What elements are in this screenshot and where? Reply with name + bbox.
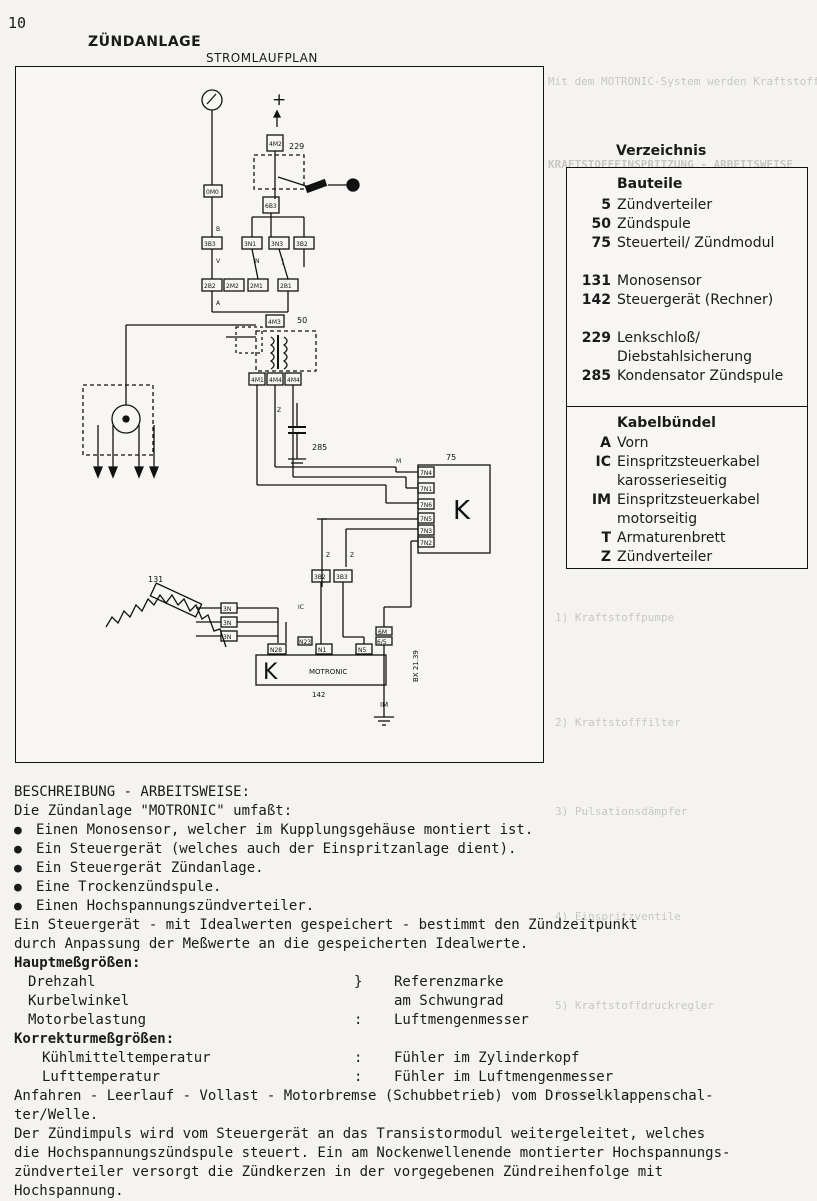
main-quantities-heading: Hauptmeßgrößen: [14, 955, 141, 971]
harness-heading: Kabelbündel [617, 415, 716, 431]
ref-229: 229 [289, 142, 304, 151]
description-heading: BESCHREIBUNG - ARBEITSWEISE: [14, 784, 251, 800]
connector-3n1: 3N1 [244, 241, 256, 248]
bullet-item: Einen Monosensor, welcher im Kupplungsge… [14, 821, 804, 840]
connector-n28: N28 [270, 647, 282, 654]
wire-label-a: A [216, 300, 221, 307]
bullet-item: Einen Hochspannungszündverteiler. [14, 897, 804, 916]
legend-divider [567, 406, 807, 407]
wiring-diagram-svg: + 4M2 229 6B3 0M0 3B3 3N1 3N3 3B2 2B2 [82, 89, 491, 726]
wire-label-b: B [216, 226, 220, 233]
description-intro: Die Zündanlage "MOTRONIC" umfaßt: [14, 803, 293, 819]
connector-3n-2: 3N [223, 620, 231, 627]
connector-4m4: 4M4 [269, 377, 282, 384]
terminal-7n6: 7N6 [420, 502, 432, 509]
terminal-7n4: 7N4 [420, 470, 432, 477]
bullet-item: Ein Steuergerät Zündanlage. [14, 859, 804, 878]
ecu-label-motronic: MOTRONIC [309, 668, 347, 676]
show-through-text: Mit dem MOTRONIC-System werden Kraftstof… [548, 75, 817, 171]
terminal-7n5: 7N5 [420, 516, 432, 523]
connector-n23: N23 [299, 639, 311, 646]
paragraph-line: Der Zündimpuls wird vom Steuergerät an d… [14, 1126, 706, 1142]
bullet-item: Ein Steuergerät (welches auch der Einspr… [14, 840, 804, 859]
connector-3n3: 3N3 [271, 241, 283, 248]
page-title: ZÜNDANLAGE [88, 34, 202, 50]
connector-6m: 6M [378, 629, 387, 636]
connector-3b3-lower: 3B3 [336, 574, 348, 581]
wire-label-m: M [396, 458, 401, 465]
connector-4m2: 4M2 [269, 141, 282, 148]
page-number: 10 [8, 14, 27, 32]
ref-142: 142 [312, 691, 325, 699]
connector-4m1: 4M1 [251, 377, 264, 384]
connector-4m4b: 4M4 [287, 377, 300, 384]
distributor-5 [82, 384, 154, 456]
gauge-needle-icon [206, 93, 217, 105]
connector-2m2: 2M2 [226, 283, 239, 290]
legend-title: Verzeichnis [616, 143, 707, 159]
connector-3b3: 3B3 [204, 241, 216, 248]
paragraph-line: Anfahren - Leerlauf - Vollast - Motorbre… [14, 1088, 714, 1104]
main-quantity-row: Motorbelastung:Luftmengenmesser [28, 1012, 529, 1028]
connector-6-5: 6/5 [377, 639, 387, 646]
paragraph-line: durch Anpassung der Meßwerte an die gesp… [14, 936, 529, 952]
wire-label-j: J [281, 258, 284, 265]
wire-label-z2: Z [350, 552, 354, 559]
terminal-7n1: 7N1 [420, 486, 432, 493]
ref-75: 75 [446, 453, 456, 462]
connector-n1: N1 [318, 647, 326, 654]
wire-label-n: N [255, 258, 260, 265]
monosensor-131 [149, 582, 203, 618]
correction-quantity-row: Lufttemperatur:Fühler im Luftmengenmesse… [42, 1069, 614, 1085]
wire-label-z: Z [326, 552, 330, 559]
ref-50: 50 [297, 316, 307, 325]
parts-heading: Bauteile [617, 176, 683, 192]
connector-0m0: 0M0 [206, 189, 219, 196]
correction-quantities-heading: Korrekturmeßgrößen: [14, 1031, 175, 1047]
diagram-code: BX 21.39 [412, 650, 420, 682]
paragraph-line: ter/Welle. [14, 1107, 99, 1123]
terminal-7n3: 7N3 [420, 528, 432, 535]
connector-6b3: 6B3 [265, 203, 277, 210]
connector-n5: N5 [358, 647, 366, 654]
key-head-icon [346, 178, 360, 192]
paragraph-line: zündverteiler versorgt die Zündkerzen in… [14, 1164, 664, 1180]
description: BESCHREIBUNG - ARBEITSWEISE: Die Zündanl… [14, 783, 804, 1201]
connector-3n-1: 3N [223, 606, 231, 613]
paragraph-line: die Hochspannungszündspule steuert. Ein … [14, 1145, 731, 1161]
connector-2m1: 2M1 [250, 283, 263, 290]
ignition-coil-50 [255, 330, 317, 372]
correction-quantity-row: Kühlmitteltemperatur:Fühler im Zylinderk… [42, 1050, 580, 1066]
wiring-diagram: + 4M2 229 6B3 0M0 3B3 3N1 3N3 3B2 2B2 [15, 66, 544, 763]
wire-label-v: V [216, 258, 221, 265]
battery-plus-icon: + [272, 90, 286, 110]
connector-3n-3: 3N [223, 634, 231, 641]
main-quantity-row: Drehzahl}Referenzmarke [28, 974, 504, 990]
module-k-symbol: K [453, 496, 471, 526]
connector-3b2-lower: 3B2 [314, 574, 326, 581]
ecu-k-symbol: K [263, 660, 278, 685]
ref-285: 285 [312, 443, 327, 452]
ignition-lock-229 [253, 154, 305, 190]
wire-label-ic: IC [298, 604, 304, 611]
harness-label-im: IM [380, 701, 388, 709]
wire-label-z3: Z [277, 407, 281, 414]
gauge-icon [201, 89, 223, 111]
connector-4m3: 4M3 [268, 319, 281, 326]
ref-131: 131 [148, 575, 163, 584]
connector-3b2: 3B2 [296, 241, 308, 248]
connector-2b2: 2B2 [204, 283, 216, 290]
bullet-item: Eine Trockenzündspule. [14, 878, 804, 897]
motronic-ecu-142 [255, 654, 387, 686]
terminal-7n2: 7N2 [420, 540, 432, 547]
paragraph-line: Ein Steuergerät - mit Idealwerten gespei… [14, 917, 638, 933]
key-icon [304, 178, 328, 194]
connector-2b1: 2B1 [280, 283, 292, 290]
paragraph-line: Hochspannung. [14, 1183, 124, 1199]
page-subtitle: STROMLAUFPLAN [206, 51, 318, 65]
